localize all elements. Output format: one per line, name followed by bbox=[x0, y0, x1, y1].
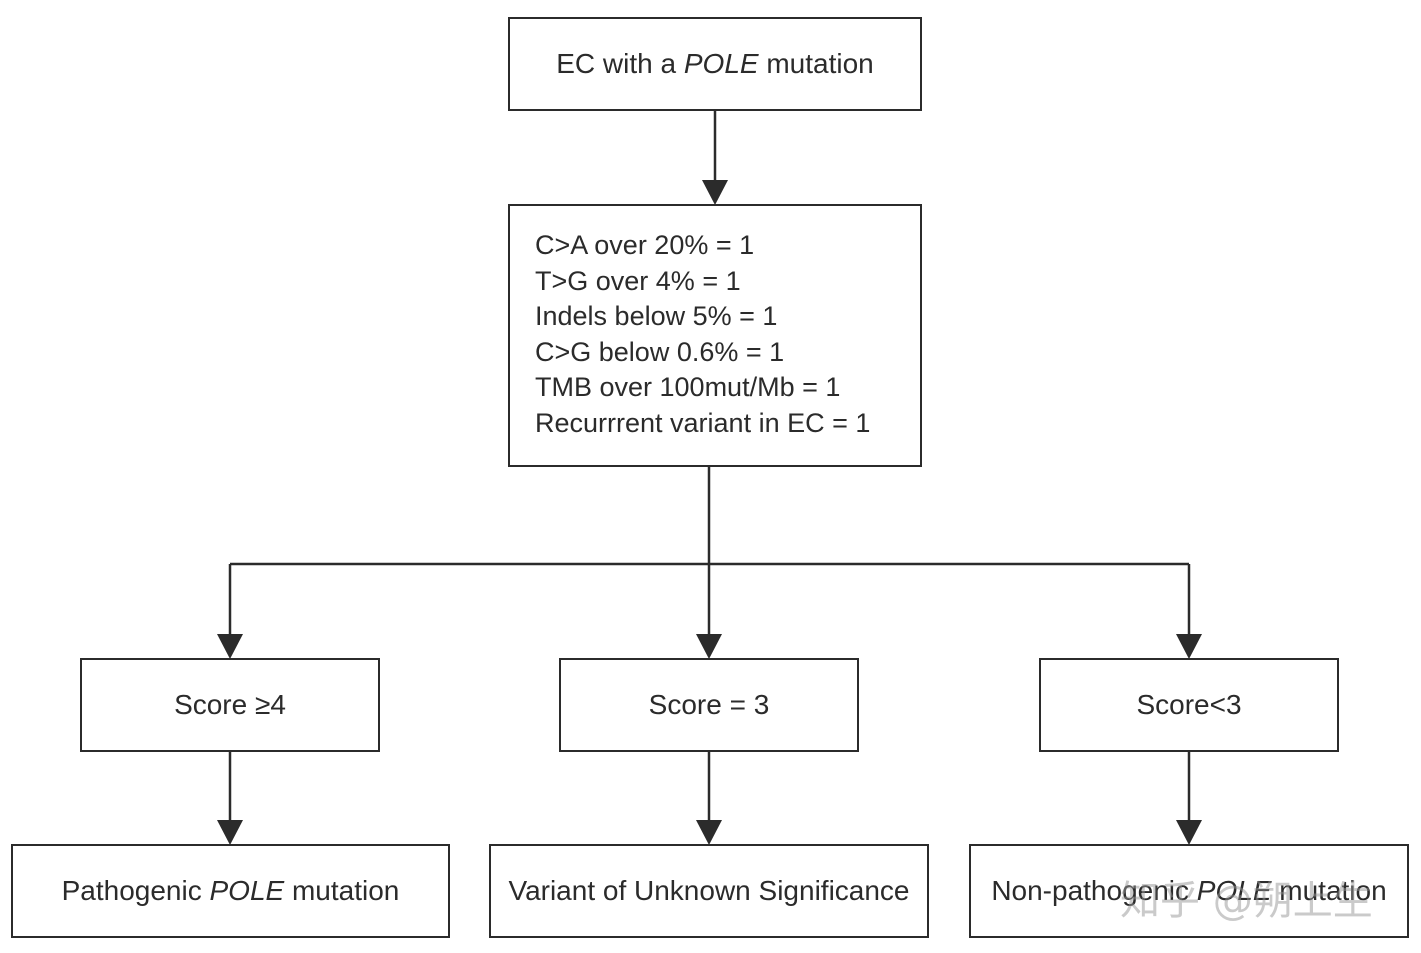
outcome-pathogenic: Pathogenic POLE mutation bbox=[11, 844, 450, 938]
outcome-vus-label: Variant of Unknown Significance bbox=[508, 875, 910, 906]
arrowhead-score-1 bbox=[217, 634, 243, 659]
criterion-c-to-g: C>G below 0.6% = 1 bbox=[535, 336, 785, 367]
arrowhead-score-3 bbox=[1176, 634, 1202, 659]
outcome-pathogenic-label: Pathogenic POLE mutation bbox=[62, 875, 400, 907]
score-node-high: Score ≥4 bbox=[80, 658, 380, 752]
arrowhead-score-2 bbox=[696, 634, 722, 659]
arrowhead-outcome-1 bbox=[217, 820, 243, 845]
arrowhead-criteria bbox=[702, 180, 728, 205]
arrowhead-outcome-3 bbox=[1176, 820, 1202, 845]
non-pathogenic-prefix: Non-pathogenic bbox=[991, 875, 1197, 906]
score-mid-label: Score = 3 bbox=[648, 689, 770, 720]
non-pathogenic-gene: POLE bbox=[1196, 875, 1272, 906]
start-prefix: EC with a bbox=[556, 48, 684, 79]
arrowhead-outcome-2 bbox=[696, 820, 722, 845]
criteria-node: C>A over 20% = 1 T>G over 4% = 1 Indels … bbox=[508, 204, 922, 467]
pathogenic-prefix: Pathogenic bbox=[61, 875, 210, 906]
criterion-indels: Indels below 5% = 1 bbox=[535, 301, 778, 331]
pathogenic-gene: POLE bbox=[209, 875, 285, 906]
start-node-label: EC with a POLE mutation bbox=[556, 48, 873, 80]
outcome-vus: Variant of Unknown Significance bbox=[489, 844, 929, 938]
outcome-non-pathogenic: Non-pathogenic POLE mutation bbox=[969, 844, 1409, 938]
start-suffix: mutation bbox=[758, 48, 874, 79]
criterion-tmb: TMB over 100mut/Mb = 1 bbox=[535, 372, 841, 402]
criterion-c-to-a: C>A over 20% = 1 bbox=[535, 230, 755, 260]
non-pathogenic-suffix: mutation bbox=[1271, 875, 1387, 906]
start-gene: POLE bbox=[683, 48, 759, 79]
criterion-recurrent-variant: Recurrrent variant in EC = 1 bbox=[535, 407, 871, 438]
score-node-mid: Score = 3 bbox=[559, 658, 859, 752]
score-node-low: Score<3 bbox=[1039, 658, 1339, 752]
outcome-non-pathogenic-label: Non-pathogenic POLE mutation bbox=[991, 875, 1386, 907]
pathogenic-suffix: mutation bbox=[284, 875, 400, 906]
criterion-t-to-g: T>G over 4% = 1 bbox=[535, 265, 741, 296]
score-high-label: Score ≥4 bbox=[174, 689, 286, 720]
score-low-label: Score<3 bbox=[1136, 689, 1242, 720]
start-node: EC with a POLE mutation bbox=[508, 17, 922, 111]
